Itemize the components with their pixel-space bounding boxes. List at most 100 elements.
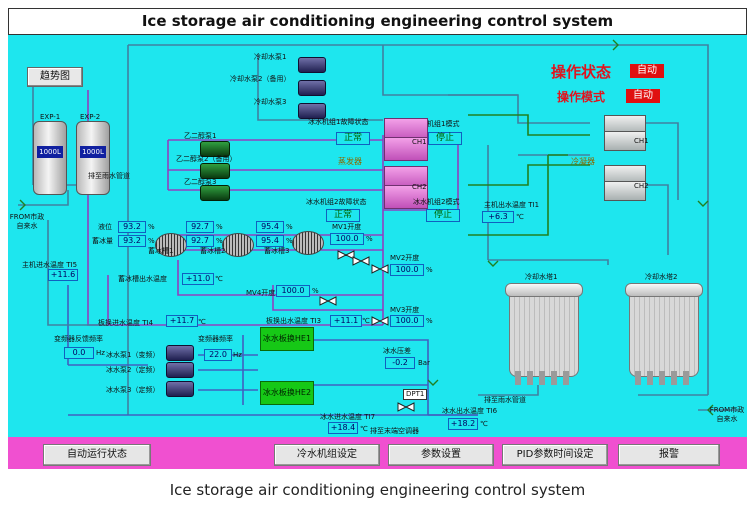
mv1-value[interactable]: 100.0 (330, 233, 364, 245)
main-in-temp-label: 主机进水温度 TI5 (22, 261, 78, 269)
chw-pressure-value: -0.2 (385, 357, 415, 369)
cooling-tower-2[interactable] (625, 283, 703, 385)
chiller2-mode-status[interactable]: 停止 (426, 209, 460, 222)
glycol-pump-2[interactable] (200, 163, 230, 179)
level-label: 液位 (98, 223, 112, 231)
op-mode-value[interactable]: 自动 (626, 89, 660, 103)
tower-body (509, 289, 579, 377)
chw-pressure-unit: Bar (418, 359, 430, 367)
plate-hx-1[interactable]: 冰水板换HE1 (260, 327, 314, 351)
tank-label-exp1: EXP-1 (40, 113, 61, 121)
tank3-ice-unit: % (286, 237, 293, 245)
chiller1-mode-label: 冰水机组1模式 (413, 120, 460, 128)
tank-label-exp2: EXP-2 (80, 113, 101, 121)
ice-label: 蓄冰量 (92, 237, 113, 245)
cooling-pump-2[interactable] (298, 80, 326, 96)
tower-body (629, 289, 699, 377)
plate-hx-2[interactable]: 冰水板换HE2 (260, 381, 314, 405)
cooling-pump-1[interactable] (298, 57, 326, 73)
mv3-unit: % (426, 317, 433, 325)
cooling-pump-1-label: 冷却水泵1 (254, 53, 287, 61)
glycol-pump-2-label: 乙二醇泵2（备用） (176, 155, 237, 163)
from-municipal-label: FROM市政自来水 (9, 213, 45, 230)
chw-pump-2[interactable] (166, 362, 194, 378)
main-out-temp-label: 主机出水温度 TI1 (484, 201, 540, 209)
op-status-label: 操作状态 (551, 63, 612, 81)
ice-tank-3-name: 蓄冰槽3 (264, 247, 290, 255)
drain-rain-2-label: 排至雨水管道 (484, 396, 526, 404)
nav-pid-time-settings[interactable]: PID参数时间设定 (502, 444, 608, 466)
ice-tank-3-coil (292, 231, 324, 255)
glycol-pump-3-label: 乙二醇泵3 (184, 178, 217, 186)
hx-out-temp-value: +11.1 (330, 315, 362, 327)
ice-tank-2-coil (222, 233, 254, 257)
nav-parameter-settings[interactable]: 参数设置 (388, 444, 494, 466)
chw-pump-2-label: 冰水泵2（定频） (106, 366, 160, 374)
ch1-unit-label: CH1 (634, 137, 649, 145)
chw-in-temp-unit: ℃ (360, 425, 368, 433)
mv1-label: MV1开度 (332, 223, 362, 231)
trend-button[interactable]: 趋势图 (27, 67, 83, 87)
mv3-label: MV3开度 (390, 306, 420, 314)
drain-rain-label: 排至雨水管道 (88, 172, 130, 180)
chiller1-mode-status[interactable]: 停止 (428, 132, 462, 145)
scada-screen: 趋势图 操作状态 自动 操作模式 自动 EXP-1 EXP-2 1000L 10… (8, 35, 747, 437)
op-status-value[interactable]: 自动 (630, 64, 664, 78)
vfd-feedback-value: 0.0 (64, 347, 94, 359)
main-out-temp-unit: ℃ (516, 213, 524, 221)
ice-tank-1-name: 蓄冰槽1 (148, 247, 174, 255)
expansion-tank-1: 1000L (33, 121, 67, 195)
chiller2-fault-label: 冰水机组2故障状态 (306, 198, 367, 206)
chw-pump-1-label: 冰水泵1（变频） (106, 351, 160, 359)
nav-chiller-settings[interactable]: 冷水机组设定 (274, 444, 380, 466)
chw-pump-1[interactable] (166, 345, 194, 361)
mv4-value[interactable]: 100.0 (276, 285, 310, 297)
mv2-unit: % (426, 266, 433, 274)
op-mode-label: 操作模式 (557, 90, 606, 104)
cooling-pump-3-label: 冷却水泵3 (254, 98, 287, 106)
chw-pressure-label: 冰水压差 (383, 347, 411, 355)
tower-legs (635, 371, 691, 385)
mv1-unit: % (366, 235, 373, 243)
tank2-level-value: 92.7 (186, 221, 214, 233)
vfd-freq-value[interactable]: 22.0 (204, 349, 232, 361)
tower-1-label: 冷却水塔1 (525, 273, 558, 281)
hx-in-temp-unit: ℃ (198, 318, 206, 326)
bottom-nav: 自动运行状态 冷水机组设定 参数设置 PID参数时间设定 报警 (8, 437, 747, 469)
nav-auto-status[interactable]: 自动运行状态 (43, 444, 151, 466)
window-title: Ice storage air conditioning engineering… (8, 8, 747, 35)
image-caption: Ice storage air conditioning engineering… (169, 481, 586, 499)
cooling-tower-1[interactable] (505, 283, 583, 385)
nav-alarm[interactable]: 报警 (618, 444, 720, 466)
tower-fan-top (505, 283, 583, 297)
ice-tank-2-name: 蓄冰槽2 (200, 247, 226, 255)
tower-fan-top (625, 283, 703, 297)
main-in-temp-value: +11.6 (48, 269, 78, 281)
ice-out-temp-value: +11.0 (182, 273, 214, 285)
glycol-pump-3[interactable] (200, 185, 230, 201)
mv4-unit: % (312, 287, 319, 295)
chiller2-fault-status: 正常 (326, 209, 360, 222)
vfd-freq-unit: Hz (233, 351, 242, 359)
hx-in-temp-value: +11.7 (166, 315, 198, 327)
ice-out-temp-unit: ℃ (215, 275, 223, 283)
tank1-level-value: 93.2 (118, 221, 146, 233)
chw-out-temp-unit: ℃ (480, 420, 488, 428)
chw-pump-3[interactable] (166, 381, 194, 397)
cooling-pump-2-label: 冷却水泵2（备用） (230, 75, 291, 83)
ch2-unit-label: CH2 (634, 182, 649, 190)
tank-volume: 1000L (80, 146, 106, 158)
tank1-ice-value: 93.2 (118, 235, 146, 247)
chiller2-tag: CH2 (412, 183, 427, 191)
ice-out-temp-label: 蓄冰槽出水温度 (118, 275, 167, 283)
hx-out-temp-unit: ℃ (362, 317, 370, 325)
glycol-pump-1[interactable] (200, 141, 230, 157)
from-municipal-2-label: FROM市政自来水 (709, 406, 745, 423)
mv3-value[interactable]: 100.0 (390, 315, 424, 327)
chiller1-fault-status: 正常 (336, 132, 370, 145)
hx-out-temp-label: 板换出水温度 TI3 (266, 317, 322, 325)
mv2-value[interactable]: 100.0 (390, 264, 424, 276)
cooling-pump-3[interactable] (298, 103, 326, 119)
chw-in-temp-label: 冰水进水温度 TI7 (320, 413, 376, 421)
chiller2-mode-label: 冰水机组2模式 (413, 198, 460, 206)
